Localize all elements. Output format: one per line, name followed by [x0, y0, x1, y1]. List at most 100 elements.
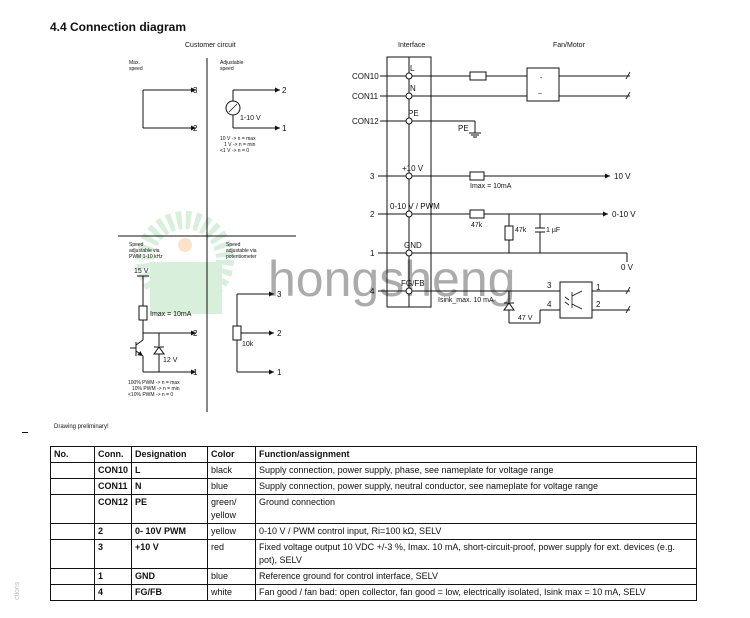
con12-label: CON12	[352, 117, 379, 126]
customer-circuit-label: Customer circuit	[185, 42, 236, 49]
table-row: CON12 PE green/ yellow Ground connection	[50, 494, 697, 524]
cell-color: white	[207, 584, 257, 601]
pwm-note-2: 10% PWM -> n = min	[132, 386, 180, 392]
drawing-note: Drawing preliminary!	[54, 424, 109, 430]
resistor-47k-a	[469, 209, 485, 219]
cell-designation: N	[131, 478, 209, 495]
pwm-note-1: 100% PWM -> n = max	[128, 380, 180, 386]
opto-pin-3: 3	[547, 281, 552, 290]
cell-designation: FG/FB	[131, 584, 209, 601]
q1-pin-3: 3	[193, 86, 198, 95]
volt-note-2: 1 V -> n = min	[224, 142, 256, 148]
q1-pin-2: 2	[193, 124, 198, 133]
table-row: CON11 N blue Supply connection, power su…	[50, 478, 697, 495]
cap-label: 1 µF	[546, 227, 560, 234]
cell-function: Reference ground for control interface, …	[255, 568, 697, 585]
con11-label: CON11	[352, 92, 379, 101]
watermark-logo	[136, 211, 234, 314]
motor-box	[526, 67, 560, 102]
potentiometer	[232, 325, 242, 341]
opto-pin-4: 4	[547, 300, 552, 309]
cell-color: green/ yellow	[207, 494, 257, 524]
cell-no	[50, 539, 95, 569]
r47k-a: 47k	[471, 222, 483, 229]
cell-function: Fan good / fan bad: open collector, fan …	[255, 584, 697, 601]
cell-function: 0-10 V / PWM control input, Ri=100 kΩ, S…	[255, 523, 697, 540]
cell-color: yellow	[207, 523, 257, 540]
opto-pin-2: 2	[596, 300, 601, 309]
adjustable-speed-label-1: Adjustable	[220, 60, 244, 66]
connection-table: No. Conn. Designation Color Function/ass…	[50, 446, 697, 601]
speed-pwm-label-2: adjustable via	[129, 248, 160, 254]
pin-2-label: 2	[370, 210, 375, 219]
out-10v: 10 V	[614, 172, 631, 181]
r47k-b: 47k	[515, 227, 527, 234]
q2-pin-2: 2	[282, 86, 287, 95]
table-header-row: No. Conn. Designation Color Function/ass…	[50, 446, 697, 463]
imax-right: Imax = 10mA	[470, 183, 512, 190]
header-function: Function/assignment	[255, 446, 697, 463]
cell-color: black	[207, 462, 257, 479]
cell-color: red	[207, 539, 257, 569]
cell-conn: 3	[93, 539, 133, 569]
speed-pot-label-3: potentiometer	[226, 254, 257, 260]
cell-no	[50, 584, 95, 601]
cell-color: blue	[207, 478, 257, 495]
cell-designation: +10 V	[131, 539, 209, 569]
cell-conn: CON11	[93, 478, 133, 495]
out-0-10v: 0-10 V	[612, 210, 636, 219]
side-text: ctions	[14, 581, 21, 600]
pin-1-label: 1	[370, 249, 375, 258]
port-pe: PE	[408, 109, 419, 118]
port-l: L	[410, 64, 415, 73]
cell-function: Supply connection, power supply, phase, …	[255, 462, 697, 479]
out-0v: 0 V	[621, 263, 634, 272]
cell-designation: 0- 10V PWM	[131, 523, 209, 540]
zener-left: 12 V	[163, 357, 178, 364]
port-pwm: 0-10 V / PWM	[390, 202, 440, 211]
cell-color: blue	[207, 568, 257, 585]
resistor-10v	[469, 171, 485, 181]
pot-value: 10k	[242, 341, 254, 348]
header-conn: Conn.	[93, 446, 133, 463]
table-row: CON10 L black Supply connection, power s…	[50, 462, 697, 479]
source-voltage: 1-10 V	[240, 115, 261, 122]
port-gnd: GND	[404, 241, 422, 250]
max-speed-label-2: speed	[129, 66, 143, 72]
adjustable-speed-label-2: speed	[220, 66, 234, 72]
cell-no	[50, 523, 95, 540]
cell-function: Supply connection, power supply, neutral…	[255, 478, 697, 495]
table-row: 4 FG/FB white Fan good / fan bad: open c…	[50, 584, 697, 601]
cell-conn: CON10	[93, 462, 133, 479]
max-speed-label-1: Max.	[129, 60, 140, 66]
cell-conn: 4	[93, 584, 133, 601]
table-row: 3 +10 V red Fixed voltage output 10 VDC …	[50, 539, 697, 569]
cell-no	[50, 494, 95, 524]
isink-label: Isink_max. 10 mA	[438, 297, 494, 304]
imax-left: Imax = 10mA	[150, 311, 192, 318]
volt-note-3: <1 V -> n = 0	[220, 148, 249, 154]
cell-no	[50, 462, 95, 479]
fan-motor-label: Fan/Motor	[553, 42, 586, 49]
fuse	[469, 71, 487, 81]
pe-ground-label: PE	[458, 124, 469, 133]
q4-pin-3: 3	[277, 290, 282, 299]
cell-designation: GND	[131, 568, 209, 585]
q3-pin-2: 2	[193, 329, 198, 338]
q4-pin-1: 1	[277, 368, 282, 377]
port-10v: +10 V	[402, 164, 424, 173]
cell-designation: PE	[131, 494, 209, 524]
cell-conn: CON12	[93, 494, 133, 524]
speed-pwm-label-3: PWM 1-10 kHz	[129, 254, 163, 260]
interface-label: Interface	[398, 42, 425, 49]
header-color: Color	[207, 446, 257, 463]
resistor-left	[138, 305, 148, 321]
section-title: 4.4 Connection diagram	[50, 20, 187, 34]
svg-text:~: ~	[538, 91, 542, 98]
q2-pin-1: 1	[282, 124, 287, 133]
port-n: N	[410, 84, 416, 93]
pin-3-label: 3	[370, 172, 375, 181]
speed-pot-label-1: Speed	[226, 242, 241, 248]
v15-label: 15 V	[134, 268, 149, 275]
pwm-note-3: <10% PWM -> n = 0	[128, 392, 173, 398]
